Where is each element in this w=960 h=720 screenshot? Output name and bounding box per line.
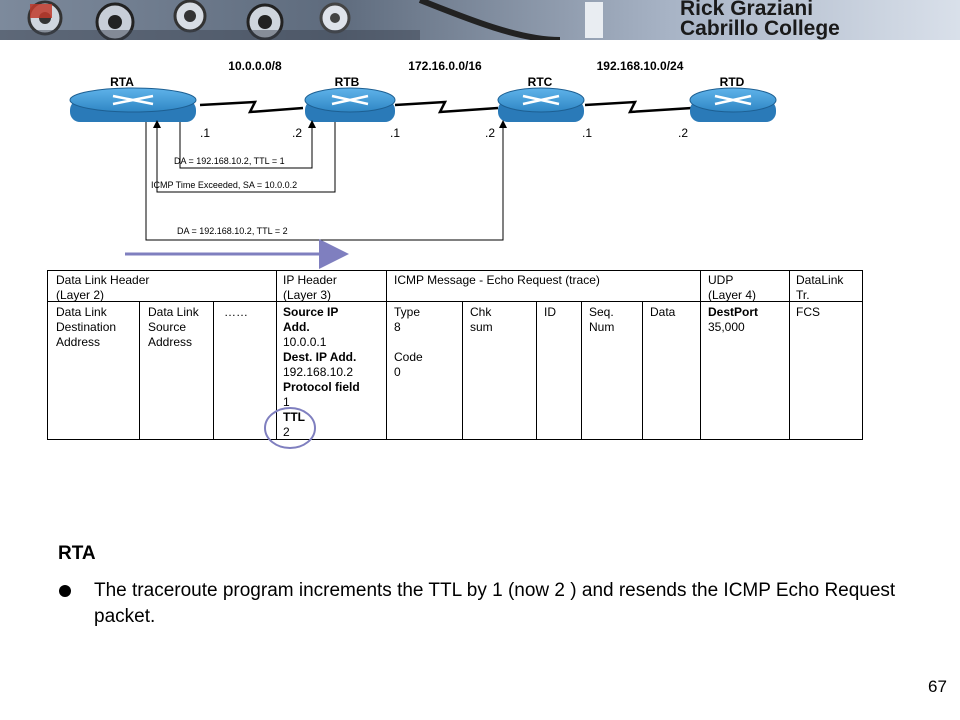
table-divider-layer3 bbox=[386, 271, 387, 439]
field-dest-ip-label: Dest. IP Add. bbox=[283, 350, 357, 364]
ttl-highlight-circle bbox=[264, 407, 316, 449]
field-type-label: Type bbox=[394, 305, 421, 319]
table-divider-id bbox=[581, 301, 582, 439]
router-rtc-icon bbox=[497, 87, 585, 122]
path-first-probe bbox=[179, 120, 316, 169]
field-protocol-label: Protocol field bbox=[283, 380, 360, 394]
annotation-second-probe: DA = 192.168.10.2, TTL = 2 bbox=[177, 226, 288, 236]
banner-graphic bbox=[0, 0, 960, 43]
field-destport-label: DestPort bbox=[708, 305, 759, 319]
page-number: 67 bbox=[928, 677, 947, 696]
header-trailer: DataLink Tr. bbox=[796, 273, 844, 302]
router-rtd-icon bbox=[689, 87, 777, 122]
field-protocol-value: 1 bbox=[283, 395, 290, 409]
caption-heading: RTA bbox=[58, 543, 96, 564]
field-code-label: Code bbox=[394, 350, 423, 364]
field-type-value: 8 bbox=[394, 320, 401, 334]
interface-label-rta: .1 bbox=[200, 126, 210, 140]
field-id: ID bbox=[544, 305, 556, 319]
router-label-rtb: RTB bbox=[335, 75, 360, 89]
cable-connectors-photo bbox=[0, 0, 603, 43]
interface-label-rtd: .2 bbox=[678, 126, 688, 140]
interface-label-rtb-left: .2 bbox=[292, 126, 302, 140]
table-divider-dl-dest bbox=[139, 301, 140, 439]
interface-label-rtb-right: .1 bbox=[390, 126, 400, 140]
network-diagram-svg: 10.0.0.0/8 172.16.0.0/16 192.168.10.0/24… bbox=[69, 59, 777, 269]
annotation-time-exceeded: ICMP Time Exceeded, SA = 10.0.0.2 bbox=[151, 180, 297, 190]
header-banner: Rick Graziani Cabrillo College bbox=[0, 0, 960, 43]
router-rta-icon bbox=[69, 87, 197, 122]
header-datalink: Data Link Header (Layer 2) bbox=[56, 273, 150, 302]
network-label-2: 172.16.0.0/16 bbox=[408, 59, 482, 73]
network-diagram: 10.0.0.0/8 172.16.0.0/16 192.168.10.0/24… bbox=[0, 40, 960, 270]
bullet-point-icon bbox=[59, 585, 71, 597]
field-seq: Seq. Num bbox=[589, 305, 615, 334]
banner-title-line1: Rick Graziani bbox=[680, 0, 814, 20]
router-label-rta: RTA bbox=[110, 75, 134, 89]
table-divider-seq bbox=[642, 301, 643, 439]
interface-label-rtc-right: .1 bbox=[582, 126, 592, 140]
banner-title: Rick Graziani Cabrillo College bbox=[680, 0, 840, 39]
field-dest-ip-value: 192.168.10.2 bbox=[283, 365, 354, 379]
caption-bullet-text: The traceroute program increments the TT… bbox=[94, 580, 896, 627]
header-icmp: ICMP Message - Echo Request (trace) bbox=[394, 273, 600, 287]
field-src-ip-label: Source IP Add. bbox=[283, 305, 339, 334]
field-ttl-label: TTL bbox=[283, 410, 305, 424]
serial-link-rtb-rtc bbox=[394, 100, 499, 114]
annotation-first-probe: DA = 192.168.10.2, TTL = 1 bbox=[174, 156, 285, 166]
serial-link-rtc-rtd bbox=[584, 100, 693, 114]
table-divider-horizontal bbox=[48, 301, 862, 302]
interface-label-rtc-left: .2 bbox=[485, 126, 495, 140]
table-divider-udp bbox=[789, 271, 790, 439]
field-destport-value: 35,000 bbox=[708, 320, 745, 334]
field-fcs: FCS bbox=[796, 305, 820, 319]
router-label-rtc: RTC bbox=[528, 75, 553, 89]
header-ip: IP Header (Layer 3) bbox=[283, 273, 337, 302]
field-chksum: Chk sum bbox=[470, 305, 493, 334]
banner-title-line2: Cabrillo College bbox=[680, 17, 840, 40]
table-divider-dl-src bbox=[213, 301, 214, 439]
header-udp: UDP (Layer 4) bbox=[708, 273, 757, 302]
field-dl-src: Data Link Source Address bbox=[148, 305, 199, 349]
packet-table: Data Link Header (Layer 2) IP Header (La… bbox=[47, 270, 863, 449]
network-label-1: 10.0.0.0/8 bbox=[228, 59, 282, 73]
field-code-value: 0 bbox=[394, 365, 401, 379]
router-label-rtd: RTD bbox=[720, 75, 745, 89]
serial-link-rta-rtb bbox=[199, 100, 304, 114]
table-divider-chksum bbox=[536, 301, 537, 439]
field-src-ip-value: 10.0.0.1 bbox=[283, 335, 327, 349]
router-rtb-icon bbox=[304, 87, 396, 122]
field-dl-dest: Data Link Destination Address bbox=[56, 305, 117, 349]
table-divider-icmp bbox=[700, 271, 701, 439]
table-divider-type bbox=[462, 301, 463, 439]
table-divider-layer2 bbox=[276, 271, 277, 439]
field-ttl-value: 2 bbox=[283, 425, 290, 439]
path-time-exceeded bbox=[153, 120, 336, 193]
field-dots: …… bbox=[224, 305, 248, 319]
network-label-3: 192.168.10.0/24 bbox=[597, 59, 684, 73]
field-data: Data bbox=[650, 305, 676, 319]
